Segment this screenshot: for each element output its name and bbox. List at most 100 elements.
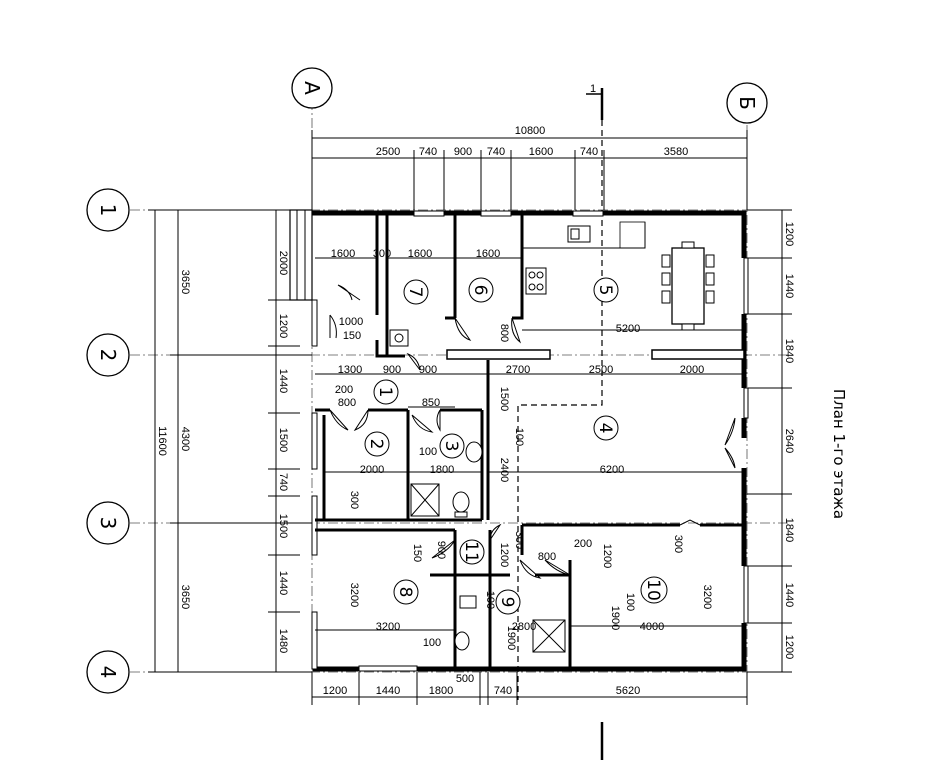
- svg-text:900: 900: [383, 364, 401, 376]
- svg-text:1200: 1200: [601, 544, 613, 568]
- doors: [329, 284, 736, 579]
- room-4: 4: [593, 415, 619, 441]
- svg-text:1500: 1500: [277, 514, 289, 538]
- plan-title: План 1-го этажа: [830, 389, 848, 519]
- svg-text:1500: 1500: [277, 428, 289, 452]
- section-line: [517, 120, 603, 700]
- svg-text:2700: 2700: [506, 364, 530, 376]
- svg-text:1: 1: [590, 83, 596, 95]
- svg-text:800: 800: [338, 397, 356, 409]
- svg-text:2000: 2000: [680, 364, 704, 376]
- svg-text:4: 4: [595, 423, 615, 434]
- svg-text:1480: 1480: [277, 629, 289, 653]
- svg-text:300: 300: [672, 535, 684, 553]
- svg-text:1600: 1600: [408, 248, 432, 260]
- svg-text:1200: 1200: [277, 314, 289, 338]
- svg-text:300: 300: [348, 491, 360, 509]
- svg-text:8: 8: [395, 587, 415, 598]
- windows: [311, 210, 749, 672]
- svg-text:1: 1: [96, 204, 120, 217]
- svg-text:2400: 2400: [498, 458, 510, 482]
- svg-text:2800: 2800: [512, 621, 536, 633]
- svg-text:3580: 3580: [664, 146, 688, 158]
- svg-text:1600: 1600: [476, 248, 500, 260]
- svg-text:1200: 1200: [498, 543, 510, 567]
- svg-text:150: 150: [411, 544, 423, 562]
- svg-text:2500: 2500: [376, 146, 400, 158]
- svg-text:500: 500: [456, 673, 474, 685]
- svg-text:100: 100: [513, 428, 525, 446]
- svg-text:3: 3: [441, 441, 461, 452]
- svg-text:2000: 2000: [277, 251, 289, 275]
- svg-text:5200: 5200: [616, 323, 640, 335]
- svg-text:900: 900: [419, 364, 437, 376]
- svg-text:9: 9: [497, 597, 517, 608]
- svg-text:2640: 2640: [783, 429, 795, 453]
- svg-text:1200: 1200: [783, 635, 795, 659]
- svg-text:3200: 3200: [348, 583, 360, 607]
- dim-overall-top: 10800: [515, 125, 546, 137]
- room-labels: 1 2 3 4 5 6 7 8 9 10 11: [364, 277, 668, 615]
- svg-text:1000: 1000: [339, 316, 363, 328]
- fixtures: [389, 221, 715, 653]
- svg-text:300: 300: [513, 531, 525, 549]
- svg-text:850: 850: [422, 397, 440, 409]
- svg-text:1600: 1600: [529, 146, 553, 158]
- svg-text:800: 800: [538, 551, 556, 563]
- svg-text:6: 6: [470, 285, 490, 296]
- dims-top: 10800 2500 740 900 740 1600 740 3580: [311, 125, 748, 210]
- axis-bubble-b: Б: [726, 82, 768, 124]
- svg-text:1900: 1900: [609, 606, 621, 630]
- svg-text:740: 740: [487, 146, 505, 158]
- svg-text:1800: 1800: [430, 464, 454, 476]
- svg-text:5: 5: [595, 285, 615, 296]
- svg-text:2: 2: [366, 439, 386, 450]
- svg-text:300: 300: [373, 248, 391, 260]
- svg-text:1300: 1300: [338, 364, 362, 376]
- svg-text:7: 7: [405, 287, 425, 298]
- svg-text:А: А: [300, 81, 324, 95]
- section-mark: 1: [586, 83, 604, 760]
- svg-text:4000: 4000: [640, 621, 664, 633]
- svg-text:740: 740: [419, 146, 437, 158]
- svg-text:740: 740: [494, 685, 512, 697]
- svg-text:1900: 1900: [505, 626, 517, 650]
- svg-text:10: 10: [643, 579, 663, 601]
- room-3: 3: [439, 433, 465, 459]
- room-1: 1: [373, 379, 399, 405]
- svg-text:2000: 2000: [360, 464, 384, 476]
- dining-table-icon: [671, 247, 705, 325]
- svg-text:200: 200: [335, 384, 353, 396]
- svg-text:100: 100: [423, 637, 441, 649]
- svg-text:2500: 2500: [589, 364, 613, 376]
- room-10: 10: [640, 576, 668, 604]
- room-6: 6: [468, 277, 494, 303]
- axis-lines: [130, 100, 790, 705]
- svg-text:900: 900: [435, 541, 447, 559]
- svg-text:800: 800: [498, 324, 510, 342]
- svg-text:11: 11: [461, 541, 481, 563]
- svg-text:1440: 1440: [277, 369, 289, 393]
- room-8: 8: [393, 579, 419, 605]
- svg-text:900: 900: [454, 146, 472, 158]
- stove-icon: [525, 267, 547, 295]
- room-7: 7: [403, 279, 429, 305]
- svg-text:740: 740: [277, 473, 289, 491]
- svg-text:1200: 1200: [323, 685, 347, 697]
- axis-bubble-a: А: [291, 67, 333, 109]
- room-9: 9: [495, 589, 521, 615]
- svg-text:1: 1: [375, 387, 395, 398]
- svg-text:2: 2: [96, 349, 120, 362]
- room-11: 11: [459, 539, 485, 565]
- svg-text:3200: 3200: [701, 585, 713, 609]
- svg-text:3650: 3650: [179, 270, 191, 294]
- svg-text:6200: 6200: [600, 464, 624, 476]
- svg-text:1500: 1500: [498, 387, 510, 411]
- svg-text:Б: Б: [735, 96, 759, 110]
- svg-text:4: 4: [96, 666, 120, 679]
- svg-text:1840: 1840: [783, 339, 795, 363]
- toilet-icon: [452, 491, 470, 513]
- svg-text:100: 100: [484, 591, 496, 609]
- room-2: 2: [364, 431, 390, 457]
- axis-bubble-2: 2: [86, 333, 130, 377]
